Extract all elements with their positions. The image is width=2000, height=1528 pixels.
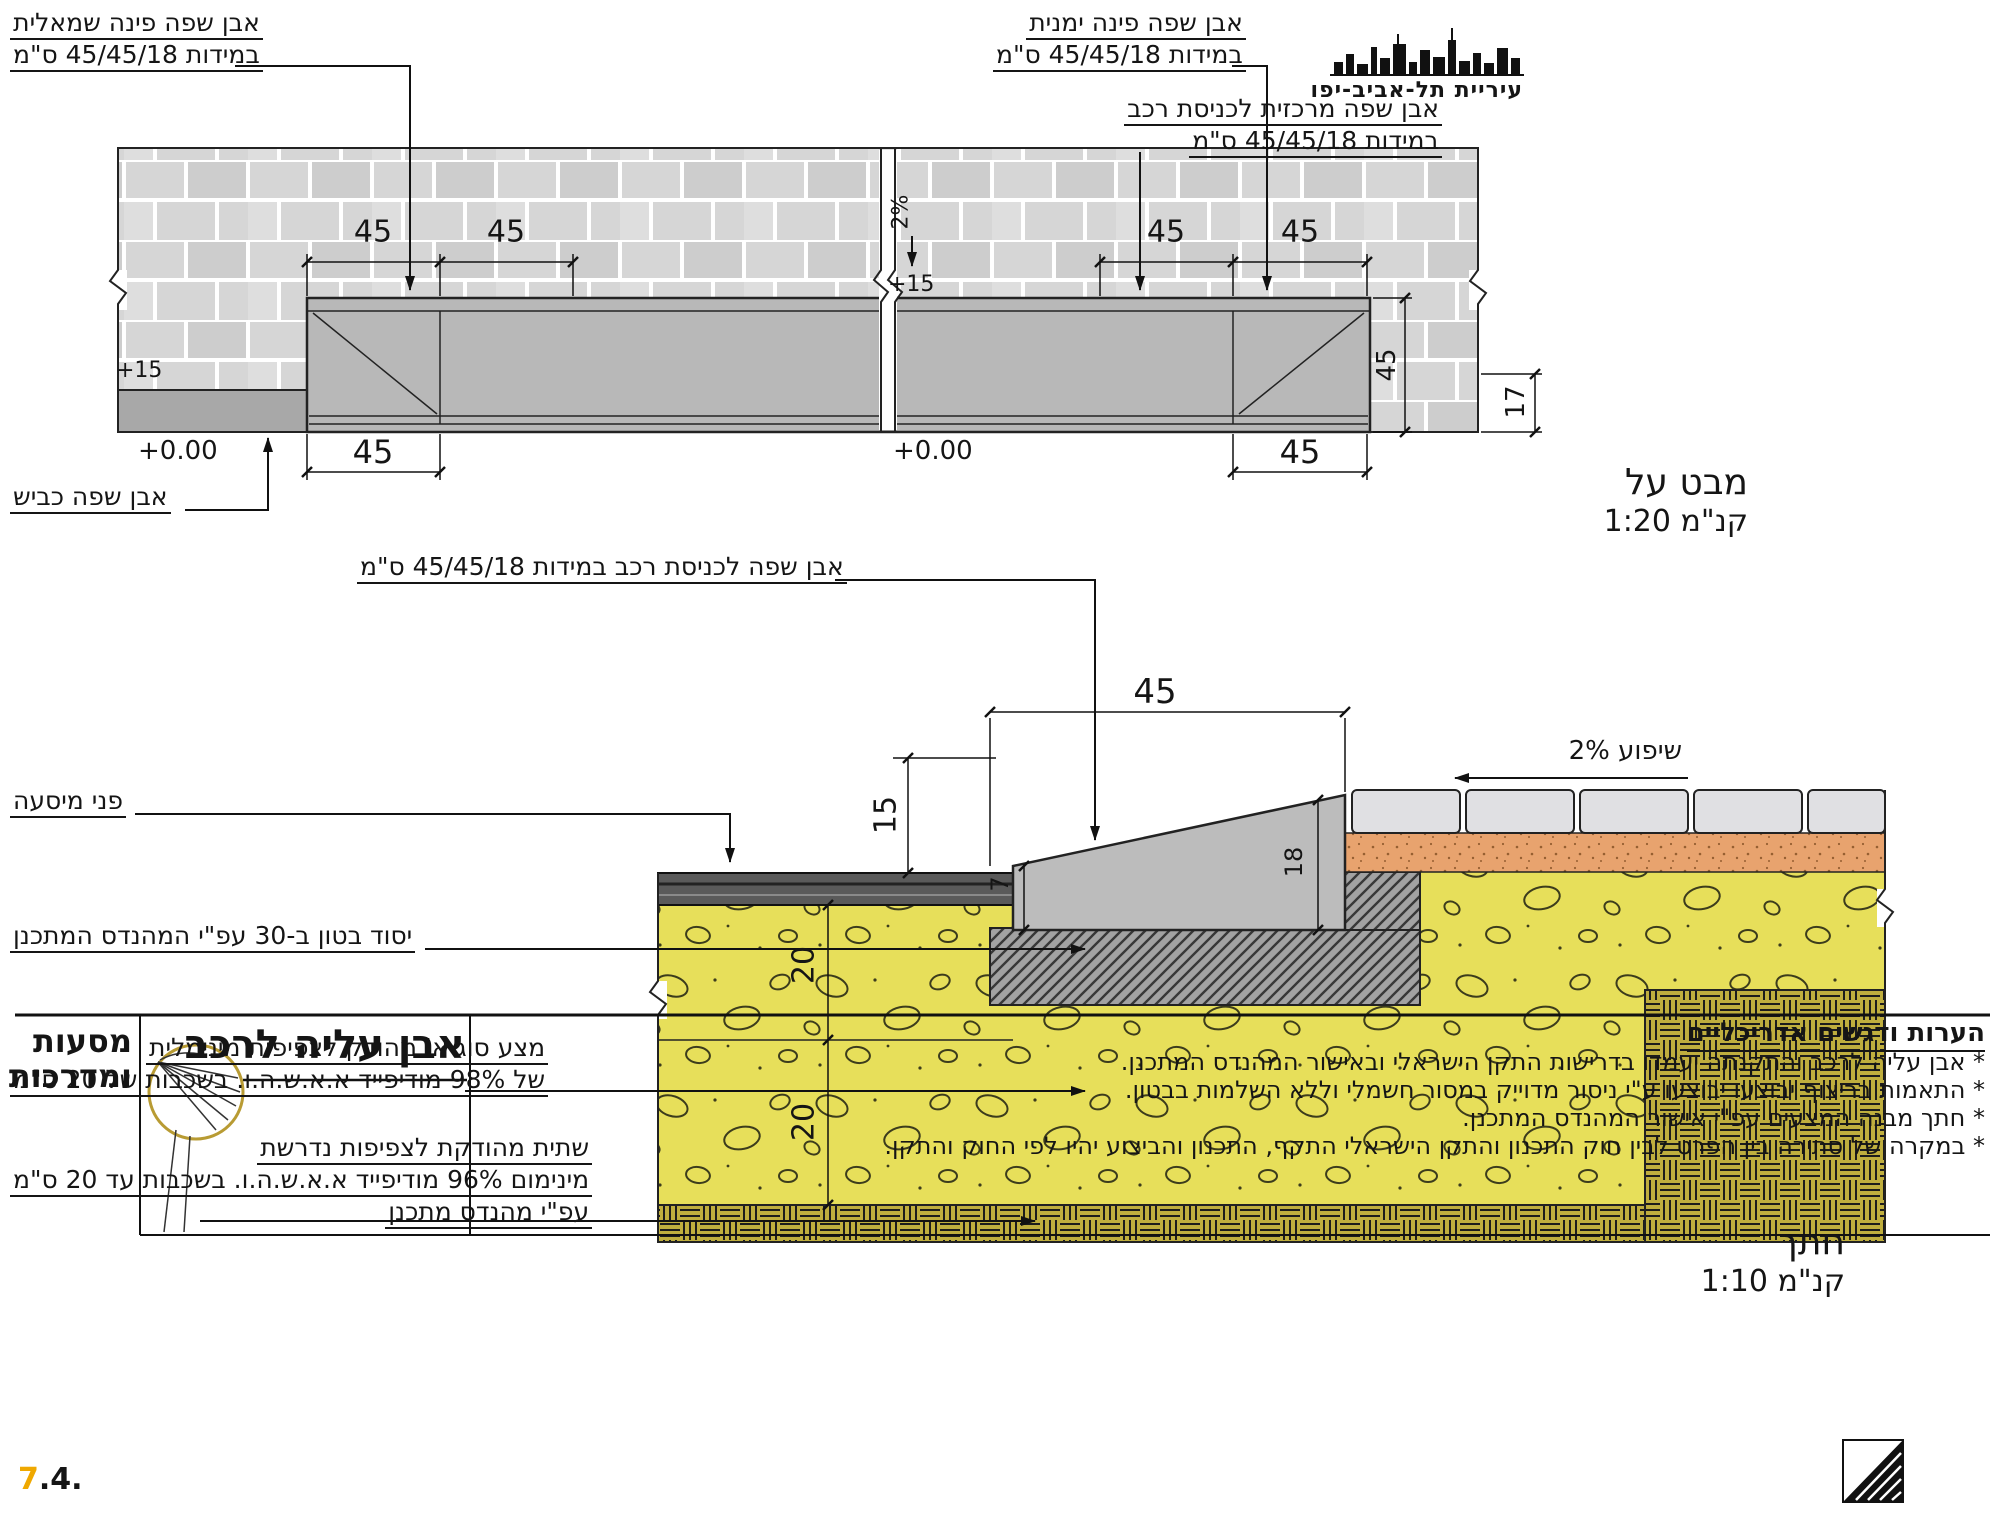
callout-left-corner-stone: אבן שפה פינה שמאלית במידות 45/45/18 ס"מ xyxy=(10,8,263,72)
section-view-drawing xyxy=(135,579,1895,1243)
section-dimension-lines xyxy=(827,711,1346,1205)
vehicle-ramp xyxy=(305,296,1372,434)
category-line: ומדרכות xyxy=(8,1057,132,1096)
dim-18: 18 xyxy=(1280,846,1308,878)
callout-text: מינימום 96% מודיפייד א.א.ש.ה.ו. בשכבות ע… xyxy=(10,1165,593,1197)
plan-break-gap xyxy=(879,150,897,430)
section-view-scale: קנ"מ 1:10 xyxy=(1700,1264,1845,1299)
note-line: * התאמות בריצוף יבוצעו יבוצעו ע"י ניסור … xyxy=(1124,1076,1985,1104)
callout-right-corner-stone: אבן שפה פינה ימנית במידות 45/45/18 ס"מ xyxy=(993,8,1246,72)
callout-concrete-foundation: יסוד בטון ב-30 עפ"י המהנדס המתכנן xyxy=(10,921,416,953)
section-view-title: חתך xyxy=(1778,1222,1845,1263)
note-line: * במקרה של סתירה בין הפרט לבין חוק התכנו… xyxy=(884,1132,1985,1160)
dim-45: 45 xyxy=(353,214,393,250)
section-dim-ticks xyxy=(822,706,1351,1211)
category-label: מסעות ומדרכות xyxy=(8,1022,132,1096)
dim-45: 45 xyxy=(1280,214,1320,250)
level-plus-15: +15 xyxy=(888,272,935,297)
notes-title: הערות ודגשים אדריכליים xyxy=(1686,1018,1985,1052)
concrete-backing xyxy=(1344,871,1421,931)
subgrade-strip xyxy=(657,1204,1646,1243)
municipality-logo-text: עיריית תל-אביב-יפו xyxy=(1310,78,1523,103)
callout-text: של 98% מודיפייד א.א.ש.ה.ו. בשכבות של 20 … xyxy=(10,1065,549,1097)
category-line: מסעות xyxy=(32,1022,132,1060)
note-line: * אבן עליה לרכב והתקנתה יעמדו בדרישות הת… xyxy=(1120,1048,1985,1076)
callout-text: יסוד בטון ב-30 עפ"י המהנדס המתכנן xyxy=(10,921,416,953)
level-zero: +0.00 xyxy=(893,436,973,466)
dim-45-vertical: 45 xyxy=(1372,348,1402,382)
page-number: 7.4. xyxy=(18,1462,83,1497)
callout-central-stone: אבן שפה מרכזית לכניסת רכב במידות 45/45/1… xyxy=(1124,94,1442,158)
plan-leader-lines xyxy=(185,65,1272,511)
sidewalk-pavers xyxy=(1351,789,1886,834)
subgrade-block xyxy=(1644,989,1886,1243)
callout-text: אבן שפה מרכזית לכניסת רכב xyxy=(1124,94,1442,126)
level-zero: +0.00 xyxy=(138,436,218,466)
dim-7: 7 xyxy=(986,876,1014,892)
callout-text: במידות 45/45/18 ס"מ xyxy=(1189,126,1442,158)
road-curb-strip xyxy=(117,389,308,433)
callout-ramp-curb-stone: אבן שפה לכניסת רכב במידות 45/45/18 ס"מ xyxy=(357,552,847,584)
bedding-sand-layer xyxy=(1344,832,1886,873)
dim-45: 45 xyxy=(352,433,394,471)
callout-text: אבן שפה פינה שמאלית xyxy=(10,8,263,40)
dim-45: 45 xyxy=(1279,433,1321,471)
municipality-logo-skyline xyxy=(1330,28,1524,76)
callout-text: אבן שפה פינה ימנית xyxy=(1026,8,1246,40)
callout-text: במידות 45/45/18 ס"מ xyxy=(993,40,1246,72)
dim-17: 17 xyxy=(1501,385,1531,419)
slope-2-percent: 2% xyxy=(888,194,914,230)
dim-15: 15 xyxy=(868,795,904,835)
callout-subgrade: שתית מהודקת לצפיפות נדרשת מינימום 96% מו… xyxy=(10,1133,593,1229)
note-line: * חתך מבנה המצעים עפ"י אישור המהנדס המתכ… xyxy=(1462,1104,1985,1132)
callout-road-curb: אבן שפה כביש xyxy=(10,482,171,514)
plan-view-title: מבט על xyxy=(1624,462,1748,503)
detail-title: אבן עליה לרכב xyxy=(184,1022,465,1068)
plan-view-drawing xyxy=(108,65,1542,511)
callout-text: אבן שפה כביש xyxy=(10,482,171,514)
plan-dim-ticks xyxy=(301,256,1541,478)
curb-stone xyxy=(1011,793,1347,932)
dim-45: 45 xyxy=(1133,672,1177,712)
callout-text: במידות 45/45/18 ס"מ xyxy=(10,40,263,72)
section-leader-lines xyxy=(135,579,1688,1226)
callout-road-surface: פני מיסעה xyxy=(10,786,126,818)
slope-label: שיפוע 2% xyxy=(1568,736,1682,766)
hatch-corner-icon xyxy=(1842,1439,1904,1503)
dim-20: 20 xyxy=(786,1102,822,1142)
dim-20: 20 xyxy=(786,945,822,985)
asphalt-layers xyxy=(657,872,1014,906)
callout-text: עפ"י מהנדס מתכנן xyxy=(385,1197,593,1229)
title-block xyxy=(15,1013,1990,1503)
dim-45: 45 xyxy=(486,214,526,250)
callout-text: פני מיסעה xyxy=(10,786,126,818)
callout-text: שתית מהודקת לצפיפות נדרשת xyxy=(257,1133,593,1165)
concrete-foundation xyxy=(989,927,1421,1006)
callout-text: מצע סוג א' מהודק לצפיפות מינימלית xyxy=(146,1033,549,1065)
callout-text: אבן שפה לכניסת רכב במידות 45/45/18 ס"מ xyxy=(357,552,847,584)
dim-45: 45 xyxy=(1146,214,1186,250)
page-number-minor: .4. xyxy=(38,1462,83,1497)
plan-view-scale: קנ"מ 1:20 xyxy=(1603,504,1748,539)
callout-base-course: מצע סוג א' מהודק לצפיפות מינימלית של 98%… xyxy=(10,1033,549,1097)
level-plus-15: +15 xyxy=(116,358,163,383)
page-number-major: 7 xyxy=(18,1462,39,1497)
